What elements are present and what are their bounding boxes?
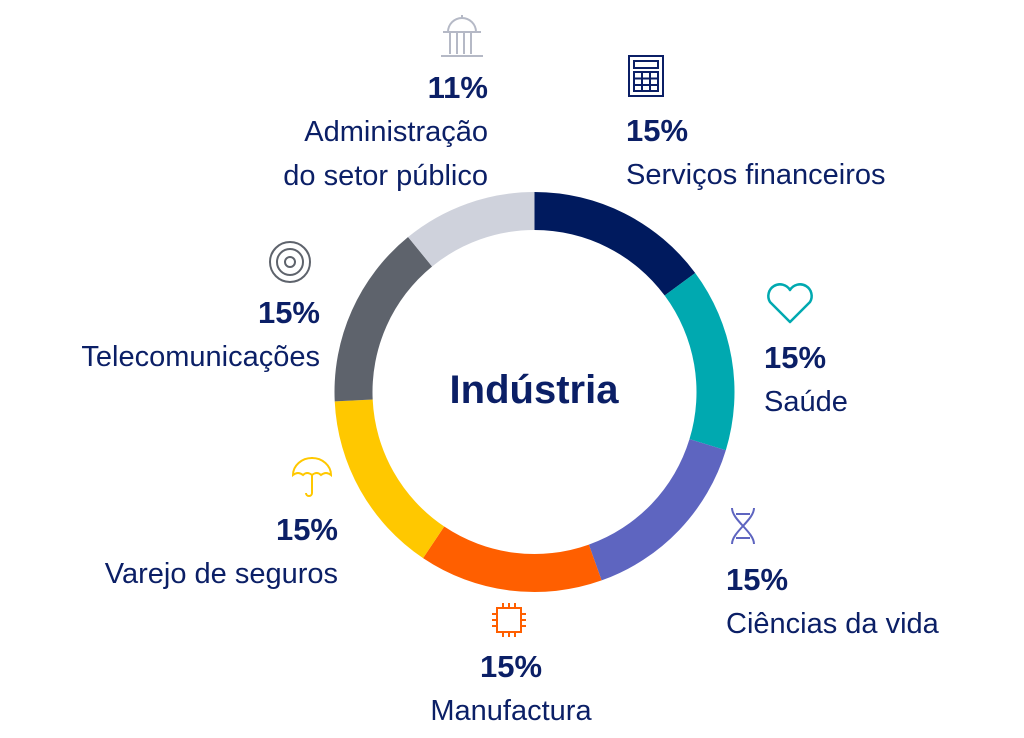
legend-label: Serviços financeiros (626, 159, 886, 191)
label-manufactura: 15% Manufactura (361, 645, 661, 733)
data-label: 15% (726, 562, 789, 597)
donut-slice-5 (334, 237, 433, 402)
donut-slice-2 (588, 439, 726, 581)
dna-icon (731, 507, 755, 545)
data-label: 11% (427, 70, 488, 105)
chip-icon (492, 603, 526, 637)
label-telecomunicacoes: 15% Telecomunicações (81, 291, 320, 379)
data-label: 15% (275, 512, 338, 547)
chart-title: Indústria (449, 368, 619, 412)
umbrella-icon (291, 457, 333, 497)
legend-label: Varejo de seguros (104, 558, 338, 590)
data-label: 15% (257, 295, 320, 330)
data-label: 15% (764, 340, 827, 375)
donut-slice-6 (408, 192, 535, 267)
data-label: 15% (479, 649, 543, 684)
label-administracao: 11% Administração do setor público (283, 66, 488, 198)
donut-slice-1 (664, 272, 735, 451)
heart-icon (767, 283, 813, 324)
legend-label: Saúde (764, 386, 848, 418)
label-servicos-financeiros: 15% Serviços financeiros (626, 109, 886, 197)
government-building-icon (441, 15, 483, 57)
label-ciencias-da-vida: 15% Ciências da vida (726, 558, 939, 646)
donut-slice-3 (423, 526, 602, 592)
donut-slice-0 (534, 192, 696, 296)
data-label: 15% (626, 113, 689, 148)
legend-label: do setor público (283, 160, 488, 192)
label-varejo-de-seguros: 15% Varejo de seguros (105, 508, 338, 596)
legend-label: Administração (304, 116, 488, 148)
label-saude: 15% Saúde (764, 336, 848, 424)
signal-icon (269, 241, 311, 283)
legend-label: Manufactura (430, 695, 592, 727)
calculator-icon (628, 55, 664, 97)
legend-label: Ciências da vida (726, 608, 939, 640)
donut-slice-4 (334, 399, 445, 559)
legend-label: Telecomunicações (81, 341, 320, 373)
